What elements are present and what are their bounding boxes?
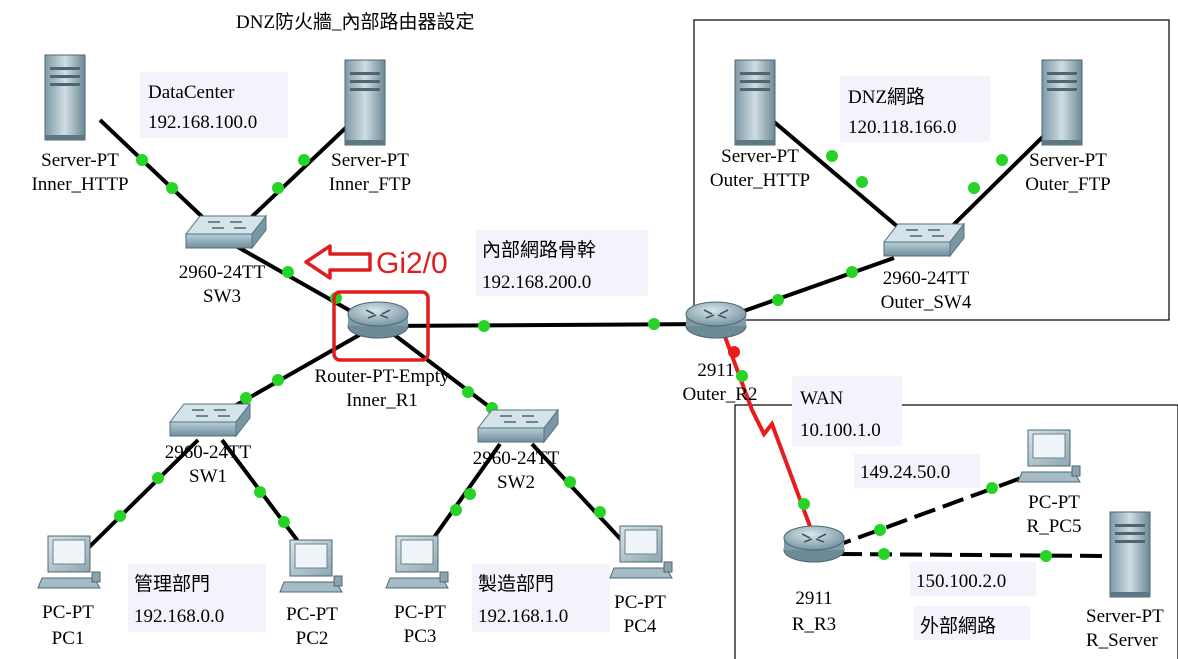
device-name-label: PC4 xyxy=(624,616,657,637)
network-name: 管理部門 xyxy=(134,573,210,595)
router-icon[interactable] xyxy=(347,301,409,339)
network-subnet: 10.100.1.0 xyxy=(800,420,881,441)
link-ftp-sw3 xyxy=(238,118,356,230)
device-name-label: SW2 xyxy=(497,472,535,493)
switch-icon[interactable] xyxy=(883,223,965,257)
links xyxy=(74,108,1109,562)
device-name-label: Inner_FTP xyxy=(329,174,411,195)
switch-icon[interactable] xyxy=(477,409,559,443)
server-icon[interactable] xyxy=(1109,511,1151,598)
server-icon[interactable] xyxy=(44,54,86,141)
external-area-box xyxy=(734,404,1178,659)
network-subnet: 192.168.0.0 xyxy=(134,606,224,627)
device-name-label: R_Server xyxy=(1086,630,1158,651)
device-model-label: Server-PT xyxy=(41,150,119,171)
network-subnet: 149.24.50.0 xyxy=(860,462,950,483)
network-name: DNZ網路 xyxy=(848,86,925,108)
network-name: 外部網路 xyxy=(920,615,996,637)
network-subnet: 192.168.1.0 xyxy=(478,606,568,627)
link-sw3-r1 xyxy=(235,244,371,324)
port-dots xyxy=(114,150,1052,562)
device-model-label: 2911 xyxy=(795,588,832,609)
device-name-label: PC2 xyxy=(296,628,329,649)
label-bg xyxy=(472,564,610,632)
network-name: 製造部門 xyxy=(478,573,554,595)
network-name: WAN xyxy=(800,388,844,409)
link-sw1-pc1 xyxy=(74,438,200,562)
device-model-label: 2960-24TT xyxy=(179,262,266,283)
device-model-label: Server-PT xyxy=(331,150,409,171)
link-r1-r2 xyxy=(379,322,713,328)
device-model-label: PC-PT xyxy=(1028,492,1080,513)
device-model-label: Server-PT xyxy=(1086,606,1164,627)
highlight-box xyxy=(332,290,430,362)
device-model-label: Server-PT xyxy=(721,146,799,167)
device-name-label: Inner_HTTP xyxy=(31,174,128,195)
device-name-label: Outer_SW4 xyxy=(881,292,972,313)
link-r2-sw4 xyxy=(723,256,895,320)
device-name-label: Outer_HTTP xyxy=(710,170,810,191)
device-model-label: 2960-24TT xyxy=(473,448,560,469)
link-wan-r2-r3 xyxy=(722,333,820,549)
dnz-area-box xyxy=(693,19,1170,321)
device-model-label: 2960-24TT xyxy=(165,442,252,463)
device-model-label: PC-PT xyxy=(614,592,666,613)
pc-icon[interactable] xyxy=(1017,429,1081,483)
router-icon[interactable] xyxy=(783,525,845,563)
link-ohttp-sw4 xyxy=(758,108,920,246)
device-name-label: Inner_R1 xyxy=(346,390,418,411)
device-name-label: Outer_R2 xyxy=(683,384,758,405)
device-model-label: 2911 xyxy=(697,360,734,381)
network-subnet: 192.168.100.0 xyxy=(148,112,257,133)
label-bg xyxy=(910,562,1036,596)
server-icon[interactable] xyxy=(344,59,386,146)
label-bg xyxy=(128,564,266,632)
switch-icon[interactable] xyxy=(169,403,251,437)
device-name-label: R_R3 xyxy=(792,614,836,635)
network-name: 內部網路骨幹 xyxy=(482,239,596,261)
network-name: DataCenter xyxy=(148,82,235,103)
arrow-left-icon xyxy=(304,244,372,280)
label-bg xyxy=(840,76,990,142)
label-bg xyxy=(476,230,648,296)
label-bg xyxy=(914,606,1030,640)
device-name-label: SW1 xyxy=(189,466,227,487)
pc-icon[interactable] xyxy=(609,525,673,579)
device-model-label: PC-PT xyxy=(42,602,94,623)
device-model-label: 2960-24TT xyxy=(883,268,970,289)
label-bg xyxy=(140,72,288,138)
device-name-label: SW3 xyxy=(203,286,241,307)
interface-annotation: Gi2/0 xyxy=(376,247,448,280)
switch-icon[interactable] xyxy=(185,215,267,249)
network-subnet: 192.168.200.0 xyxy=(482,272,591,293)
device-model-label: Server-PT xyxy=(1029,150,1107,171)
server-icon[interactable] xyxy=(1041,59,1083,146)
device-model-label: Router-PT-Empty xyxy=(314,366,450,387)
device-model-label: PC-PT xyxy=(286,604,338,625)
device-name-label: Outer_FTP xyxy=(1025,174,1111,195)
router-icon[interactable] xyxy=(685,301,747,339)
device-name-label: R_PC5 xyxy=(1027,516,1082,537)
pc-icon[interactable] xyxy=(279,539,343,593)
device-model-label: PC-PT xyxy=(394,602,446,623)
pc-icon[interactable] xyxy=(385,535,449,589)
device-name-label: PC1 xyxy=(52,628,85,649)
network-subnet: 120.118.166.0 xyxy=(848,117,957,138)
link-http-sw3 xyxy=(98,118,216,230)
label-bg xyxy=(792,376,902,446)
server-icon[interactable] xyxy=(734,59,776,146)
diagram-title: DNZ防火牆_內部路由器設定 xyxy=(236,11,475,33)
label-bg xyxy=(854,454,980,488)
device-name-label: PC3 xyxy=(404,626,437,647)
network-subnet: 150.100.2.0 xyxy=(916,571,1006,592)
link-r3-pc5 xyxy=(829,472,1033,550)
